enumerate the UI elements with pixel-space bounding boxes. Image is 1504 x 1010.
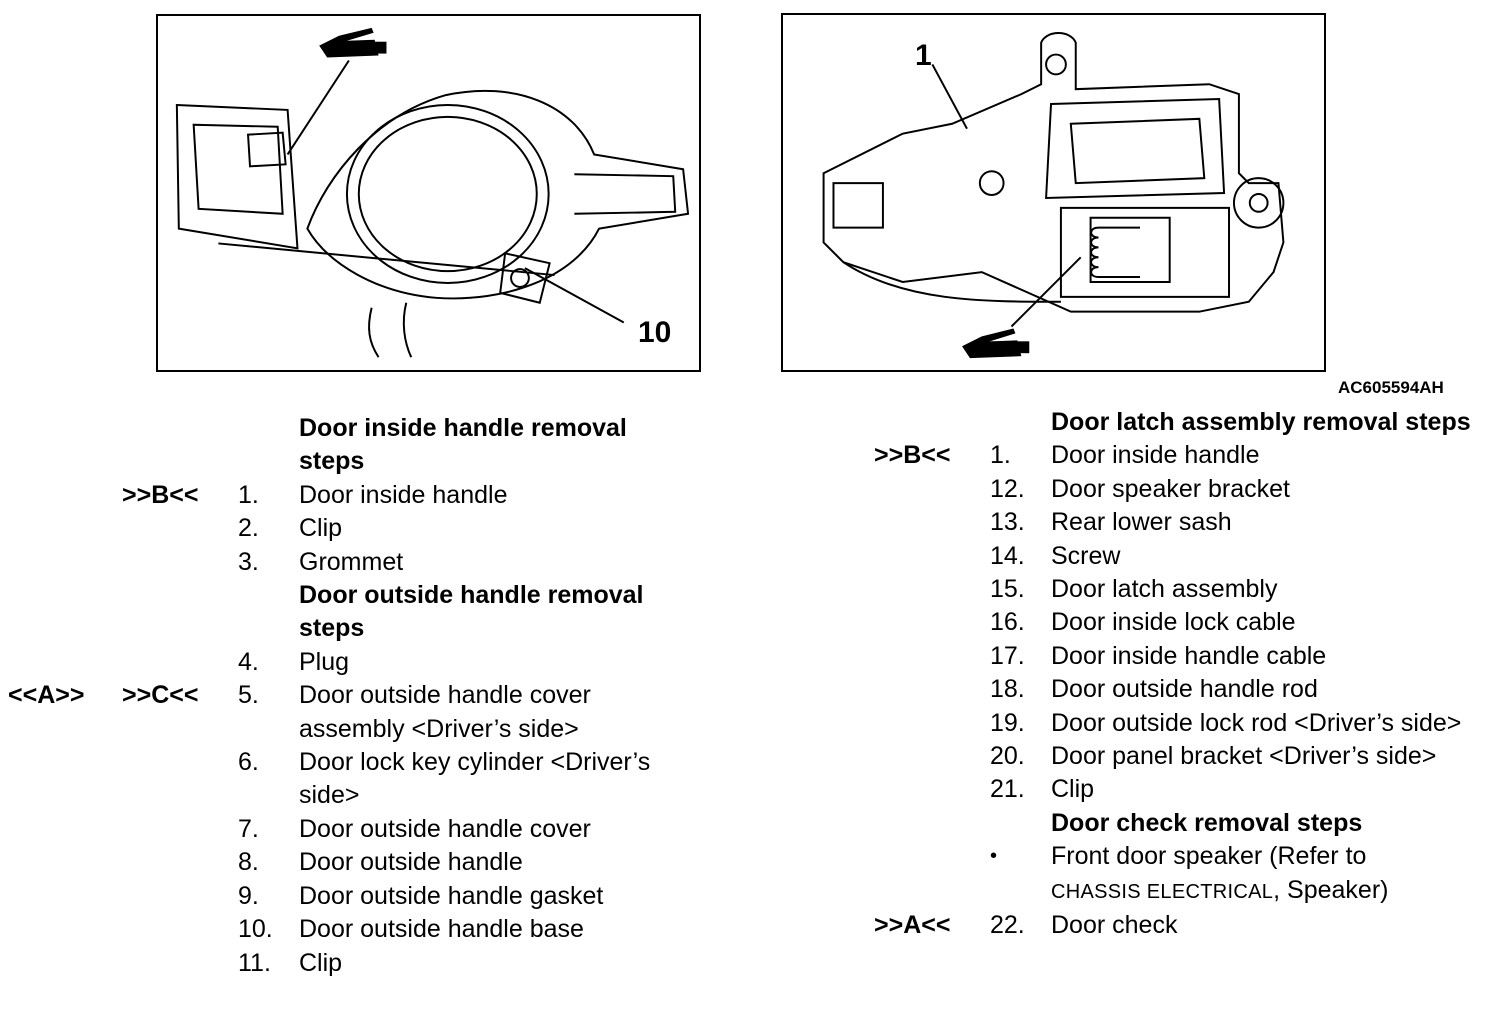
step-text: Door outside handle cover	[299, 814, 591, 843]
step-number: 13.	[990, 508, 1025, 537]
step-row-reference: • Front door speaker (Refer to CHASSIS E…	[0, 840, 1504, 909]
step-row: >>A<< 22. Door check	[0, 909, 1504, 942]
step-number: 12.	[990, 474, 1025, 503]
inside-handle-drawing	[822, 32, 1285, 359]
step-row: 10. Door outside handle base	[0, 913, 720, 946]
step-row: 3. Grommet	[0, 546, 720, 579]
step-text: Plug	[299, 647, 350, 676]
step-text: Door outside handle	[299, 848, 523, 877]
step-number: 19.	[990, 708, 1025, 737]
procedure-ref-b: >>B<<	[874, 441, 951, 470]
step-text: Rear lower sash	[1051, 508, 1232, 537]
step-number: 10.	[238, 915, 273, 944]
step-number: 3.	[238, 547, 259, 576]
step-text: Door outside handle base	[299, 915, 584, 944]
step-number: 16.	[990, 608, 1025, 637]
step-text-post: , Speaker)	[1273, 875, 1389, 904]
step-number: 4.	[238, 647, 259, 676]
step-row: 20. Door panel bracket <Driver’s side>	[0, 740, 1504, 773]
step-row: >>B<< 1. Door inside handle	[0, 439, 1504, 472]
step-row: 15. Door latch assembly	[0, 573, 1504, 606]
reference-link-chassis-electrical[interactable]: CHASSIS ELECTRICAL	[1051, 880, 1274, 903]
step-row: 8. Door outside handle	[0, 846, 720, 879]
step-number: 1.	[990, 441, 1011, 470]
outside-handle-base-drawing	[175, 27, 690, 358]
step-row: 13. Rear lower sash	[0, 506, 1504, 539]
step-row: 4. Plug	[0, 646, 720, 679]
heading-text: Door inside handle removal steps	[299, 414, 627, 476]
procedure-ref-c: >>C<<	[122, 681, 199, 710]
step-number: 18.	[990, 675, 1025, 704]
step-text: Door inside handle	[299, 480, 508, 509]
step-text: Door lock key cylinder <Driver’s side>	[299, 748, 651, 810]
figure-outside-handle-base: 10	[156, 14, 701, 372]
step-text: Front door speaker (Refer to CHASSIS ELE…	[1051, 840, 1491, 909]
inside-outside-handle-steps-list: Door inside handle removal steps >>B<< 1…	[0, 412, 720, 980]
step-text: Door inside handle	[1051, 441, 1260, 470]
step-number: 8.	[238, 848, 259, 877]
step-row: 9. Door outside handle gasket	[0, 880, 720, 913]
step-number: 5.	[238, 681, 259, 710]
step-text: Door panel bracket <Driver’s side>	[1051, 742, 1437, 771]
step-row: 21. Clip	[0, 773, 1504, 806]
step-row: 16. Door inside lock cable	[0, 606, 1504, 639]
step-number: 6.	[238, 748, 259, 777]
step-text: Clip	[299, 948, 343, 977]
step-number: 20.	[990, 742, 1025, 771]
step-row: >>B<< 1. Door inside handle	[0, 479, 720, 512]
step-row: 14. Screw	[0, 540, 1504, 573]
step-text: Screw	[1051, 541, 1121, 570]
step-text: Door check	[1051, 911, 1178, 940]
step-number: 21.	[990, 775, 1025, 804]
step-text-pre: Front door speaker (Refer to	[1051, 842, 1367, 871]
step-number: 1.	[238, 480, 259, 509]
step-row: 12. Door speaker bracket	[0, 473, 1504, 506]
latch-check-steps-list: Door latch assembly removal steps >>B<< …	[0, 406, 1504, 943]
bullet-icon: •	[990, 845, 998, 868]
step-text: Door outside handle gasket	[299, 881, 604, 910]
step-number: 15.	[990, 575, 1025, 604]
step-text: Grommet	[299, 547, 404, 576]
heading-text: Door check removal steps	[1051, 808, 1363, 837]
step-number: 17.	[990, 641, 1025, 670]
step-row: 19. Door outside lock rod <Driver’s side…	[0, 707, 1504, 740]
procedure-ref-a: >>A<<	[874, 911, 951, 940]
heading-latch-assembly-removal: Door latch assembly removal steps	[0, 406, 1504, 439]
step-text: Door speaker bracket	[1051, 474, 1291, 503]
step-number: 7.	[238, 814, 259, 843]
step-row: 6. Door lock key cylinder <Driver’s side…	[0, 746, 720, 813]
step-text: Door latch assembly	[1051, 575, 1278, 604]
step-row: 2. Clip	[0, 512, 720, 545]
heading-inside-handle-removal: Door inside handle removal steps	[0, 412, 720, 479]
step-row: 17. Door inside handle cable	[0, 640, 1504, 673]
step-row: <<A>> >>C<< 5. Door outside handle cover…	[0, 679, 720, 746]
callout-10: 10	[638, 316, 672, 349]
step-text: Door outside handle rod	[1051, 675, 1318, 704]
callout-1: 1	[915, 39, 932, 72]
step-text: Clip	[1051, 775, 1095, 804]
step-text: Door inside handle cable	[1051, 641, 1327, 670]
heading-door-check-removal: Door check removal steps	[0, 807, 1504, 840]
step-row: 18. Door outside handle rod	[0, 673, 1504, 706]
heading-outside-handle-removal: Door outside handle removal steps	[0, 579, 720, 646]
step-text: Door outside handle cover assembly <Driv…	[299, 681, 591, 743]
procedure-ref-a: <<A>>	[8, 681, 85, 710]
heading-text: Door outside handle removal steps	[299, 581, 644, 643]
step-number: 2.	[238, 514, 259, 543]
step-text: Clip	[299, 514, 343, 543]
figure-code: AC605594AH	[1338, 378, 1444, 397]
step-number: 22.	[990, 911, 1025, 940]
step-row: 11. Clip	[0, 947, 720, 980]
step-text: Door inside lock cable	[1051, 608, 1296, 637]
step-text: Door outside lock rod <Driver’s side>	[1051, 708, 1462, 737]
step-number: 14.	[990, 541, 1025, 570]
procedure-ref-b: >>B<<	[122, 480, 199, 509]
step-row: 7. Door outside handle cover	[0, 813, 720, 846]
figure-inside-handle: 1	[781, 13, 1326, 372]
step-number: 11.	[238, 948, 271, 977]
step-number: 9.	[238, 881, 259, 910]
heading-text: Door latch assembly removal steps	[1051, 408, 1471, 436]
